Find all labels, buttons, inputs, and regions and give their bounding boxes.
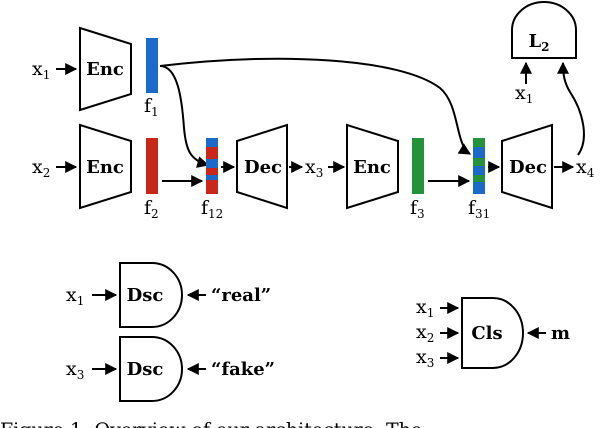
discriminator-label-real: Dsc (127, 285, 164, 306)
encoder-label-1: Enc (86, 59, 124, 80)
figure-caption: Figure 1: Overview of our architecture. … (0, 419, 422, 428)
discriminator-block-real (119, 262, 183, 328)
feature-bar-f31 (473, 138, 485, 194)
feature-label-f12: f12 (201, 197, 223, 221)
cls-input-x1-label: x1 (416, 296, 434, 320)
decoder-label-2: Dec (509, 157, 547, 178)
target-real-label: “real” (211, 285, 271, 306)
dsc-input-x1-label: x1 (66, 284, 84, 308)
classifier-block (461, 297, 524, 369)
output-x4-label: x4 (576, 156, 595, 180)
dsc-input-x3-label: x3 (66, 358, 84, 382)
feature-label-f3: f3 (410, 197, 425, 221)
feature-bar-f3 (412, 138, 424, 194)
decoder-label-1: Dec (244, 157, 282, 178)
feature-label-f1: f1 (144, 95, 159, 119)
classifier-input-m: m (551, 323, 570, 344)
decoder-block-1 (236, 123, 288, 210)
feature-bar-f2 (146, 138, 158, 194)
input-x1-label: x1 (32, 58, 50, 82)
encoder-block-1 (79, 26, 132, 112)
feature-label-f31: f31 (468, 197, 490, 221)
encoder-block-3 (346, 123, 399, 210)
feature-bar-f1 (146, 38, 158, 93)
arrow-x4-to-loss (557, 61, 585, 156)
feature-bar-f12 (206, 138, 218, 194)
encoder-label-3: Enc (353, 157, 391, 178)
loss-block-l2 (511, 1, 577, 59)
encoder-label-2: Enc (86, 157, 124, 178)
encoder-block-2 (79, 123, 132, 210)
target-fake-label: “fake” (211, 359, 275, 380)
discriminator-label-fake: Dsc (127, 359, 164, 380)
loss-label: L2 (528, 31, 549, 54)
arrow-f1-to-f12 (159, 65, 210, 168)
intermediate-x3-label: x3 (305, 156, 323, 180)
feature-label-f2: f2 (144, 197, 159, 221)
loss-input-x1-label: x1 (515, 82, 533, 106)
cls-input-x3-label: x3 (416, 346, 434, 370)
classifier-label: Cls (471, 323, 502, 344)
decoder-block-2 (501, 123, 553, 210)
discriminator-block-fake (119, 336, 183, 402)
input-x2-label: x2 (32, 156, 50, 180)
cls-input-x2-label: x2 (416, 321, 434, 345)
arrow-f1-to-f31 (159, 57, 472, 155)
